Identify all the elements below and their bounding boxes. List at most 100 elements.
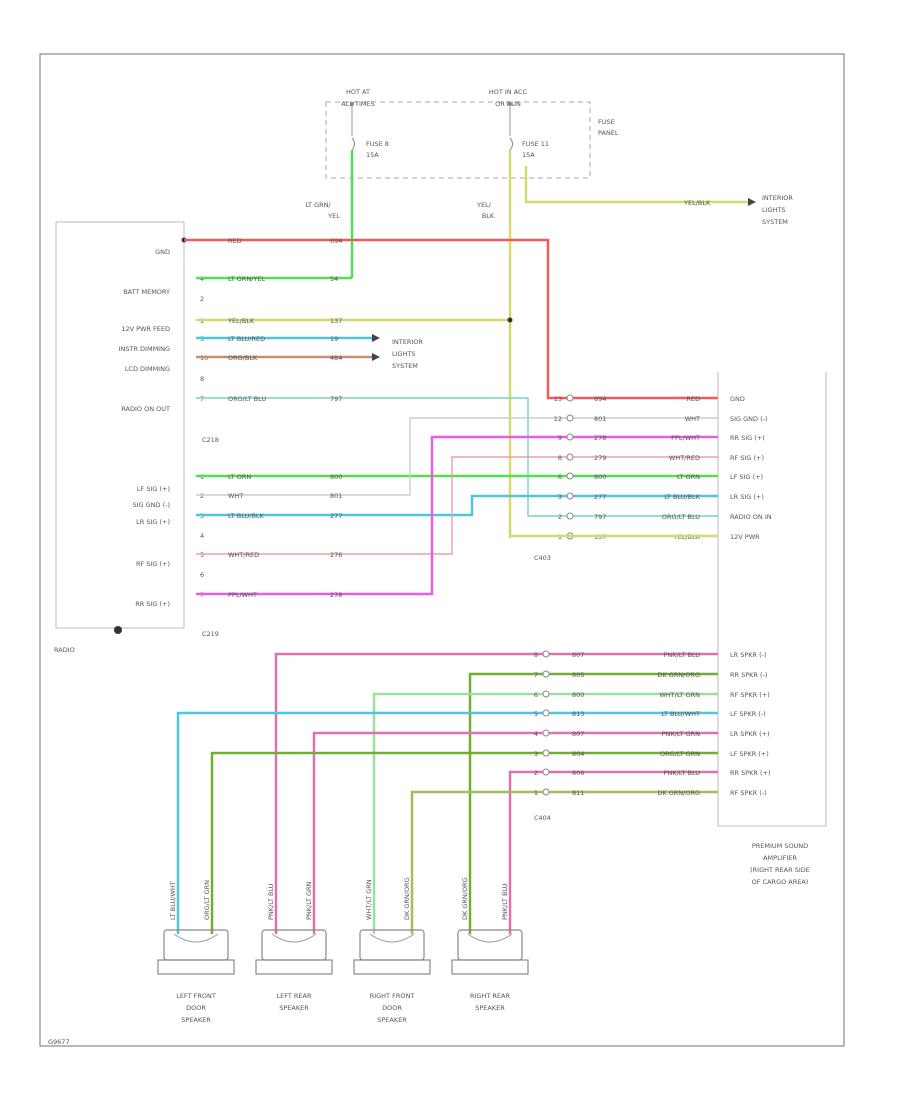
amp-top-color-6: ORG/LT BLU <box>662 513 700 521</box>
amplifier-name-2: AMPLIFIER <box>763 854 797 862</box>
fuse-a-label: FUSE 8 <box>366 140 389 148</box>
amp-bottom-pin-circle-4 <box>542 729 550 737</box>
speaker-label-3-0: RIGHT REAR <box>470 992 510 1000</box>
radio-wire-color-4: LT BLU/RED <box>228 335 265 343</box>
amp-bottom-pin-label-1: RR SPKR (-) <box>730 671 767 679</box>
fuse-b-rating: 15A <box>522 151 535 159</box>
lt-grn-yel-top-label-1: LT GRN/ <box>305 201 331 209</box>
radio-wire-circuit-7: 797 <box>330 395 342 403</box>
amp-bottom-wire-3 <box>176 711 718 934</box>
amp-bottom-circuit-6: 806 <box>572 769 584 777</box>
speaker-wire-label-3: PNK/LT GRN <box>305 881 313 920</box>
radio-wire-circuit-12: 276 <box>330 551 342 559</box>
amp-bottom-pin-6: 2 <box>534 769 538 777</box>
fuse-b-label: FUSE 11 <box>522 140 549 148</box>
radio-wire-color-14: PPL/WHT <box>228 591 257 599</box>
radio-pin-label-1: BATT MEMORY <box>123 288 170 296</box>
amp-bottom-pin-label-0: LR SPKR (-) <box>730 651 767 659</box>
radio-wire-pin-7: 7 <box>200 395 204 403</box>
radio-wire-circuit-14: 278 <box>330 591 342 599</box>
amp-bottom-pin-1: 7 <box>534 671 538 679</box>
radio-pin-label-8: LR SIG (+) <box>136 518 170 526</box>
figure-id: G9677 <box>48 1038 70 1046</box>
amp-bottom-circuit-5: 804 <box>572 750 584 758</box>
speaker-cone-2 <box>369 933 415 943</box>
radio-wire-12 <box>196 456 718 555</box>
radio-wire-circuit-0: 694 <box>330 237 342 245</box>
amp-top-pin-5: 3 <box>558 493 562 501</box>
speaker-wire-label-7: PNK/LT BLU <box>501 883 509 920</box>
radio-pin-label-9: RF SIG (+) <box>136 560 170 568</box>
amp-bottom-pin-7: 1 <box>534 789 538 797</box>
amp-bottom-pin-circle-1 <box>542 670 550 678</box>
amp-bottom-wire-0 <box>274 652 718 934</box>
amp-top-pin-label-5: LR SIG (+) <box>730 493 764 501</box>
amp-bottom-pin-label-5: LF SPKR (+) <box>730 750 769 758</box>
amp-top-pin-1: 12 <box>554 415 562 423</box>
fuse-panel-hot-in-acc: HOT IN ACC <box>489 88 528 96</box>
amplifier-box <box>717 372 827 827</box>
amp-bottom-pin-0: 8 <box>534 651 538 659</box>
amp-top-circuit-1: 801 <box>594 415 606 423</box>
speaker-label-2-2: SPEAKER <box>377 1016 407 1024</box>
radio-wire-circuit-4: 19 <box>330 335 338 343</box>
amp-bottom-wire-2 <box>372 692 718 934</box>
interior-lights-mid-2: LIGHTS <box>392 350 416 358</box>
interior-lights-mid-3: SYSTEM <box>392 362 418 370</box>
radio-wire-circuit-3: 137 <box>330 317 342 325</box>
amp-bottom-pin-3: 5 <box>534 710 538 718</box>
radio-wire-color-12: WHT/RED <box>228 551 259 559</box>
amp-bottom-wire-6 <box>508 770 718 934</box>
amp-bottom-pin-circle-6 <box>542 768 550 776</box>
amp-top-pin-6: 2 <box>558 513 562 521</box>
amp-top-pin-2: 9 <box>558 434 562 442</box>
speaker-body-0 <box>163 929 229 961</box>
amp-connector-c404: C404 <box>534 814 551 822</box>
amp-bottom-pin-circle-7 <box>542 788 550 796</box>
amp-top-pin-4: 6 <box>558 473 562 481</box>
radio-pin-label-2: 12V PWR FEED <box>121 325 170 333</box>
fuse-a-bus-dot <box>350 102 354 106</box>
amp-bottom-color-4: PNK/LT GRN <box>662 730 701 738</box>
amp-bottom-pin-circle-5 <box>542 749 550 757</box>
amp-bottom-circuit-3: 813 <box>572 710 584 718</box>
speaker-body-2 <box>359 929 425 961</box>
radio-wire-pin-12: 5 <box>200 551 204 559</box>
speaker-base-2 <box>353 959 431 975</box>
amp-bottom-color-2: WHT/LT GRN <box>659 691 700 699</box>
interior-lights-top-2: LIGHTS <box>762 206 786 214</box>
amp-bottom-color-0: PNK/LT BLU <box>663 651 700 659</box>
speaker-body-3 <box>457 929 523 961</box>
amp-top-color-3: WHT/RED <box>669 454 700 462</box>
amp-top-pin-0: 13 <box>554 395 562 403</box>
yel-blk-branch-interior <box>524 166 748 204</box>
radio-connector-c218: C218 <box>202 436 219 444</box>
amp-bottom-pin-5: 3 <box>534 750 538 758</box>
radio-wire-color-9: WHT <box>228 492 243 500</box>
radio-pin-label-7: SIG GND (-) <box>132 501 170 509</box>
speaker-label-1-0: LEFT REAR <box>277 992 312 1000</box>
radio-wire-10 <box>196 494 718 517</box>
amp-bottom-circuit-1: 805 <box>572 671 584 679</box>
amp-top-circuit-5: 277 <box>594 493 606 501</box>
yel-blk-top-label-2: BLK <box>482 212 495 220</box>
speaker-cone-3 <box>467 933 513 943</box>
amp-bottom-wire-1 <box>468 672 718 934</box>
amp-top-color-1: WHT <box>685 415 700 423</box>
fuse-panel-hot-at: HOT AT <box>346 88 370 96</box>
fuse-a-rating: 15A <box>366 151 379 159</box>
amp-top-pin-circle-1 <box>566 414 574 422</box>
amp-bottom-pin-label-4: LR SPKR (+) <box>730 730 770 738</box>
amp-top-pin-label-2: RR SIG (+) <box>730 434 765 442</box>
fuse-panel-label-2: PANEL <box>598 129 619 137</box>
amplifier-name-4: OF CARGO AREA) <box>752 878 809 886</box>
amp-bottom-wire-4 <box>312 731 718 934</box>
amp-bottom-pin-label-3: LF SPKR (-) <box>730 710 766 718</box>
radio-pin-label-3: INSTR DIMMING <box>119 345 170 353</box>
fuse-panel-label-1: FUSE <box>598 118 615 126</box>
